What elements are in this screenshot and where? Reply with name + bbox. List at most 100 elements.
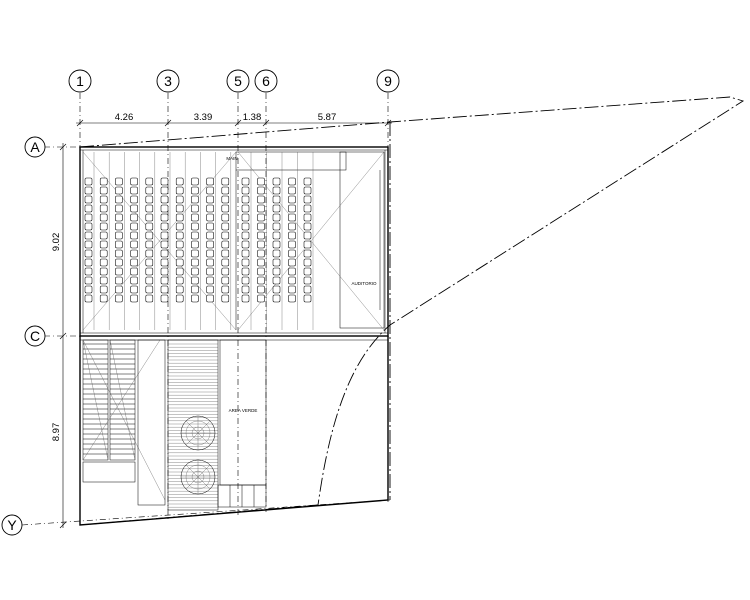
auditorium-seat — [288, 249, 296, 258]
auditorium-seat — [303, 186, 312, 195]
auditorium-seat — [257, 186, 265, 195]
auditorium-seat — [206, 294, 214, 303]
auditorium-seat — [241, 240, 250, 249]
auditorium-seat — [84, 204, 93, 213]
seating-block-right — [241, 152, 314, 330]
auditorium-seat — [206, 240, 214, 249]
auditorium-seat — [175, 177, 184, 186]
auditorium-seat — [160, 195, 169, 204]
auditorium-seat — [241, 285, 250, 294]
auditorium-seat — [221, 177, 230, 186]
axis-label-C: C — [30, 328, 40, 344]
auditorium-seat — [288, 285, 296, 294]
site-boundary — [79, 96, 745, 526]
auditorium-seat — [241, 276, 250, 285]
grid-axes — [21, 93, 391, 526]
auditorium-seat — [145, 240, 154, 249]
axis-bubbles-vertical: 1 3 5 6 9 — [68, 69, 400, 93]
auditorium-seat — [130, 285, 138, 294]
auditorium-seat — [99, 267, 108, 276]
auditorium-seat — [288, 258, 296, 267]
auditorium-seat — [272, 231, 281, 240]
auditorium-seat — [191, 258, 199, 267]
auditorium-seat — [257, 222, 265, 231]
auditorium-seat — [206, 177, 214, 186]
auditorium-seat — [99, 222, 108, 231]
auditorium-seat — [206, 186, 214, 195]
auditorium-seat — [257, 240, 265, 249]
auditorium-seat — [241, 204, 250, 213]
auditorium-seat — [191, 276, 199, 285]
auditorium-seat — [303, 249, 312, 258]
auditorium-seat — [221, 195, 230, 204]
auditorium-seat — [288, 204, 296, 213]
auditorium-seat — [145, 195, 154, 204]
auditorium-seat — [115, 231, 123, 240]
auditorium-seat — [145, 222, 154, 231]
auditorium-seat — [175, 240, 184, 249]
auditorium-seat — [241, 213, 250, 222]
auditorium-interior: MAIN AUDITORIO — [82, 151, 385, 331]
axis-bubble-9: 9 — [376, 69, 400, 93]
auditorium-seat — [288, 267, 296, 276]
auditorium-seat — [272, 240, 281, 249]
auditorium-seat — [99, 186, 108, 195]
auditorium-seat — [206, 231, 214, 240]
auditorium-seat — [257, 231, 265, 240]
auditorium-seat — [221, 276, 230, 285]
auditorium-seat — [221, 258, 230, 267]
auditorium-seat — [160, 267, 169, 276]
auditorium-seat — [191, 249, 199, 258]
stair-left — [82, 339, 109, 461]
auditorium-seat — [99, 249, 108, 258]
auditorium-seat — [84, 267, 93, 276]
auditorium-seat — [257, 267, 265, 276]
dimension-4-26: 4.26 — [115, 112, 134, 123]
auditorium-seat — [272, 186, 281, 195]
auditorium-seat — [221, 240, 230, 249]
auditorium-seat — [303, 231, 312, 240]
auditorium-seat — [84, 222, 93, 231]
auditorium-seat — [175, 213, 184, 222]
axis-label-3: 3 — [164, 73, 172, 89]
auditorium-seat — [272, 177, 281, 186]
auditorium-seat — [272, 294, 281, 303]
auditorium-seat — [130, 276, 138, 285]
auditorium-seat — [221, 285, 230, 294]
auditorium-seat — [130, 267, 138, 276]
auditorium-seat — [191, 177, 199, 186]
auditorium-seat — [241, 222, 250, 231]
auditorium-seat — [272, 213, 281, 222]
auditorium-seat — [99, 294, 108, 303]
auditorium-seat — [115, 285, 123, 294]
auditorium-seat — [241, 294, 250, 303]
auditorium-seat — [288, 240, 296, 249]
auditorium-seat — [99, 231, 108, 240]
auditorium-seat — [303, 222, 312, 231]
auditorium-seat — [288, 213, 296, 222]
auditorium-seat — [288, 276, 296, 285]
auditorium-seat — [99, 213, 108, 222]
auditorium-seat — [303, 177, 312, 186]
auditorium-seat — [191, 240, 199, 249]
auditorium-seat — [175, 195, 184, 204]
dimension-8-97: 8.97 — [51, 423, 62, 442]
auditorium-seat — [221, 294, 230, 303]
auditorium-seat — [221, 231, 230, 240]
auditorium-seat — [175, 267, 184, 276]
axis-label-5: 5 — [234, 73, 242, 89]
auditorium-seat — [145, 267, 154, 276]
auditorium-seat — [130, 213, 138, 222]
auditorium-seat — [130, 240, 138, 249]
axis-bubble-Y: Y — [1, 514, 23, 536]
auditorium-seat — [191, 213, 199, 222]
axis-label-6: 6 — [262, 73, 270, 89]
auditorium-seat — [257, 249, 265, 258]
auditorium-seat — [99, 204, 108, 213]
auditorium-seat — [175, 186, 184, 195]
auditorium-seat — [130, 231, 138, 240]
auditorium-seat — [206, 195, 214, 204]
axis-bubble-A: A — [24, 136, 46, 158]
auditorium-seat — [99, 285, 108, 294]
